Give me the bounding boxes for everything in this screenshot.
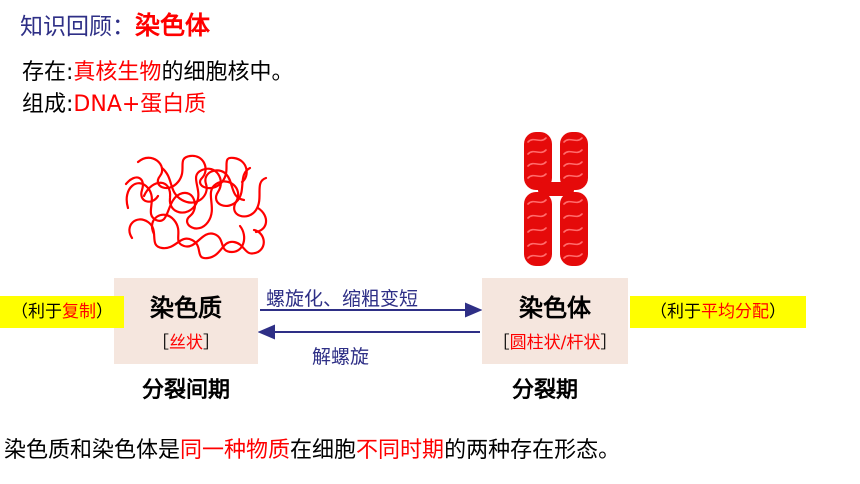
chromosome-illustration [524, 132, 588, 266]
compose-value: DNA+蛋白质 [73, 92, 207, 117]
chromatin-note-highlight: 复制 [62, 302, 96, 322]
conversion-arrows [258, 302, 482, 340]
composition-line: 组成:DNA+蛋白质 [22, 86, 206, 118]
summary-part3: 的两种存在形态。 [444, 438, 621, 463]
compose-label: 组成: [22, 92, 74, 117]
chromosome-note-open: （利于 [650, 302, 701, 322]
chromatin-phase: 分裂间期 [142, 378, 231, 403]
forward-arrow-label: 螺旋化、缩粗变短 [266, 288, 419, 310]
chromosome-note: （利于平均分配） [630, 296, 806, 328]
existence-line: 存在:真核生物的细胞核中。 [22, 54, 293, 86]
title-topic: 染色体 [135, 11, 211, 40]
chromatin-box: 染色质 ［丝状］ [114, 278, 258, 364]
summary-highlight1: 同一种物质 [180, 438, 291, 463]
chromatin-form: ［丝状］ [114, 328, 258, 353]
chromosome-form-open: ［ [492, 333, 510, 353]
chromatin-form-close: ］ [203, 333, 220, 353]
chromosome-box: 染色体 ［圆柱状/杆状］ [482, 278, 628, 364]
chromatin-form-open: ［ [152, 333, 169, 353]
exist-label: 存在: [22, 60, 74, 85]
summary-highlight2: 不同时期 [356, 438, 445, 463]
title-prefix: 知识回顾： [20, 14, 135, 40]
chromatin-note-open: （利于 [11, 302, 62, 322]
summary-sentence: 染色质和染色体是同一种物质在细胞不同时期的两种存在形态。 [4, 432, 620, 464]
backward-arrow-label: 解螺旋 [312, 346, 370, 368]
chromatin-note-close: ） [96, 302, 113, 322]
chromatin-form-value: 丝状 [169, 333, 203, 353]
chromosome-form: ［圆柱状/杆状］ [482, 328, 628, 353]
chromatin-name: 染色质 [150, 294, 222, 322]
chromosome-form-close: ］ [600, 333, 618, 353]
chromatin-illustration [124, 154, 268, 260]
chromatin-note: （利于复制） [0, 296, 124, 328]
chromosome-form-value: 圆柱状/杆状 [509, 333, 601, 353]
chromosome-phase: 分裂期 [512, 378, 579, 403]
summary-part1: 染色质和染色体是 [4, 438, 181, 463]
exist-highlight: 真核生物 [73, 60, 162, 85]
chromosome-note-highlight: 平均分配 [701, 302, 769, 322]
backward-arrow-head [258, 324, 275, 340]
forward-arrow-head [465, 302, 482, 318]
chromosome-name: 染色体 [519, 294, 591, 322]
summary-part2: 在细胞 [290, 438, 357, 463]
page-title: 知识回顾：染色体 [20, 6, 210, 42]
exist-rest: 的细胞核中。 [161, 60, 294, 85]
chromosome-note-close: ） [769, 302, 786, 322]
